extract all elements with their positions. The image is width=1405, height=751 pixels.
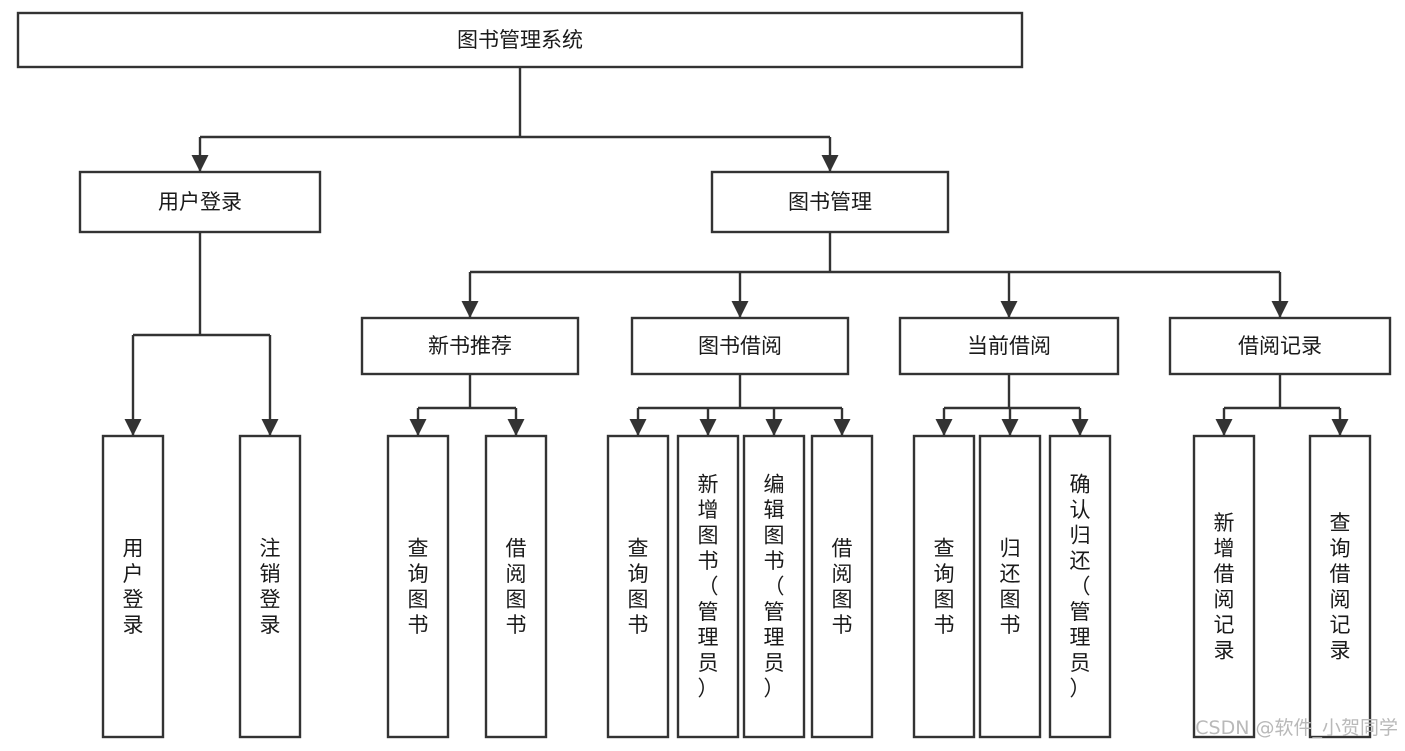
- node-leaf-query-book-3-label: 查询图书: [934, 536, 955, 637]
- node-leaf-query-borrow-record[interactable]: [1308, 434, 1372, 739]
- node-leaf-add-borrow-record[interactable]: [1192, 434, 1256, 739]
- node-leaf-add-borrow-record-label: 新增借阅记录: [1214, 511, 1235, 663]
- node-book-manage[interactable]: [710, 170, 950, 234]
- node-leaf-return-book[interactable]: [978, 434, 1042, 739]
- node-leaf-borrow-book-1[interactable]: [484, 434, 548, 739]
- node-leaf-add-book-admin-label: 新增图书（管理员）: [698, 473, 719, 701]
- node-leaf-add-book-admin[interactable]: [676, 434, 740, 739]
- arrow-borrow-record-to-leaf-add-borrow-record: [1215, 419, 1233, 436]
- arrow-new-book-recommend-to-leaf-borrow-book-1: [507, 419, 525, 436]
- arrow-book-borrow-to-leaf-add-book-admin: [699, 419, 717, 436]
- node-current-borrow[interactable]: [898, 316, 1120, 376]
- node-book-borrow-label: 图书借阅: [698, 334, 782, 358]
- arrow-current-borrow-to-leaf-confirm-return-admin: [1071, 419, 1089, 436]
- node-leaf-query-borrow-record-label: 查询借阅记录: [1330, 511, 1351, 663]
- node-leaf-query-book-1-label: 查询图书: [408, 536, 429, 637]
- node-leaf-edit-book-admin-label: 编辑图书（管理员）: [764, 473, 785, 701]
- arrow-current-borrow-to-leaf-return-book: [1001, 419, 1019, 436]
- arrow-book-manage-to-borrow-record: [1271, 301, 1289, 318]
- arrow-root-to-user-login: [191, 155, 209, 172]
- arrow-user-login-to-leaf-user-login: [124, 419, 142, 436]
- node-leaf-query-book-1[interactable]: [386, 434, 450, 739]
- node-leaf-user-logout[interactable]: [238, 434, 302, 739]
- node-root[interactable]: [16, 11, 1024, 69]
- node-new-book-recommend[interactable]: [360, 316, 580, 376]
- node-leaf-user-logout-label: 注销登录: [260, 536, 281, 637]
- node-user-login-label: 用户登录: [158, 190, 242, 214]
- node-leaf-query-book-3[interactable]: [912, 434, 976, 739]
- node-leaf-confirm-return-admin[interactable]: [1048, 434, 1112, 739]
- node-book-borrow[interactable]: [630, 316, 850, 376]
- connector-layer: [124, 67, 1349, 436]
- arrow-new-book-recommend-to-leaf-query-book-1: [409, 419, 427, 436]
- arrow-book-manage-to-book-borrow: [731, 301, 749, 318]
- node-root-label: 图书管理系统: [457, 28, 583, 52]
- arrow-book-borrow-to-leaf-query-book-2: [629, 419, 647, 436]
- node-leaf-query-book-2[interactable]: [606, 434, 670, 739]
- node-borrow-record[interactable]: [1168, 316, 1392, 376]
- node-leaf-confirm-return-admin-label: 确认归还（管理员）: [1070, 473, 1091, 701]
- node-leaf-user-login-label: 用户登录: [123, 536, 144, 637]
- node-leaf-edit-book-admin[interactable]: [742, 434, 806, 739]
- node-borrow-record-label: 借阅记录: [1238, 334, 1322, 358]
- node-current-borrow-label: 当前借阅: [967, 334, 1051, 358]
- arrow-book-borrow-to-leaf-edit-book-admin: [765, 419, 783, 436]
- arrow-current-borrow-to-leaf-query-book-3: [935, 419, 953, 436]
- csdn-watermark: CSDN @软件_小贺同学: [1195, 717, 1398, 739]
- node-leaf-borrow-book-2[interactable]: [810, 434, 874, 739]
- node-leaf-query-book-2-label: 查询图书: [628, 536, 649, 637]
- node-leaf-user-login[interactable]: [101, 434, 165, 739]
- node-user-login[interactable]: [78, 170, 322, 234]
- arrow-user-login-to-leaf-user-logout: [261, 419, 279, 436]
- node-leaf-borrow-book-2-label: 借阅图书: [832, 536, 853, 637]
- arrow-book-borrow-to-leaf-borrow-book-2: [833, 419, 851, 436]
- node-leaf-return-book-label: 归还图书: [1000, 536, 1021, 637]
- node-leaf-borrow-book-1-label: 借阅图书: [506, 536, 527, 637]
- arrow-borrow-record-to-leaf-query-borrow-record: [1331, 419, 1349, 436]
- arrow-book-manage-to-new-book-recommend: [461, 301, 479, 318]
- arrow-book-manage-to-current-borrow: [1000, 301, 1018, 318]
- node-book-manage-label: 图书管理: [788, 190, 872, 214]
- node-new-book-recommend-label: 新书推荐: [428, 334, 512, 358]
- arrow-root-to-book-manage: [821, 155, 839, 172]
- node-layer: 图书管理系统用户登录图书管理新书推荐图书借阅当前借阅借阅记录用户登录注销登录查询…: [16, 11, 1392, 739]
